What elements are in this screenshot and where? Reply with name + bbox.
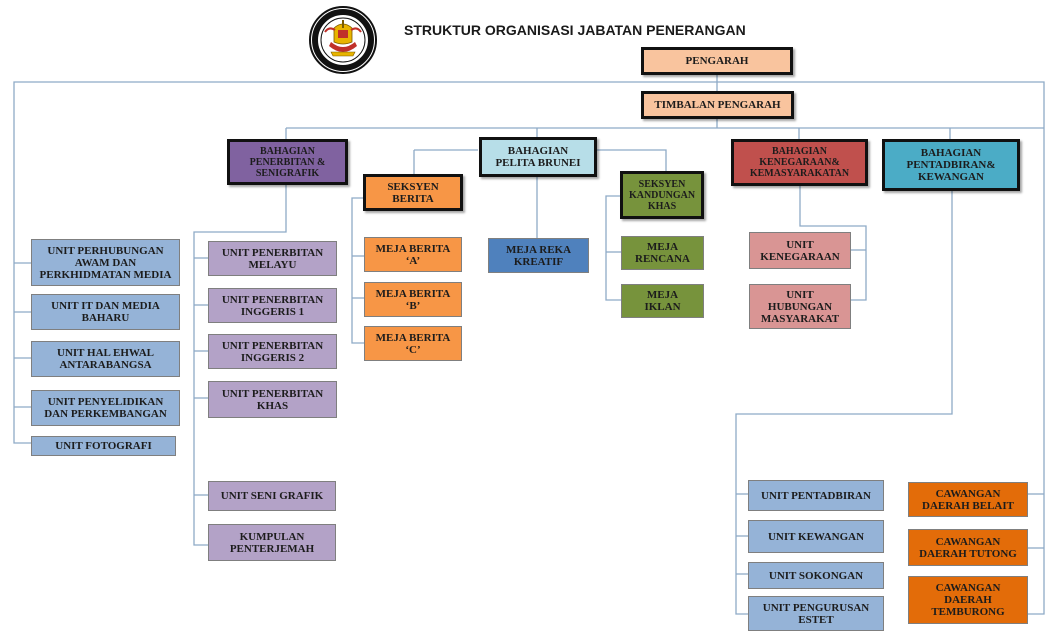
unit-penerbitan-inggeris-1-box: UNIT PENERBITAN INGGERIS 1 — [208, 288, 337, 323]
unit-sokongan-box: UNIT SOKONGAN — [748, 562, 884, 589]
bahagian-kenegaraan-box: BAHAGIAN KENEGARAAN& KEMASYARAKATAN — [731, 139, 868, 186]
unit-kewangan-box: UNIT KEWANGAN — [748, 520, 884, 553]
timbalan-pengarah-box: TIMBALAN PENGARAH — [641, 91, 794, 119]
unit-pengurusan-estet-box: UNIT PENGURUSAN ESTET — [748, 596, 884, 631]
unit-kenegaraan-box: UNIT KENEGARAAN — [749, 232, 851, 269]
cawangan-tutong-box: CAWANGAN DAERAH TUTONG — [908, 529, 1028, 566]
unit-hubungan-masyarakat-box: UNIT HUBUNGAN MASYARAKAT — [749, 284, 851, 329]
pengarah-box: PENGARAH — [641, 47, 793, 75]
seksyen-berita-box: SEKSYEN BERITA — [363, 174, 463, 211]
unit-it-box: UNIT IT DAN MEDIA BAHARU — [31, 294, 180, 330]
kumpulan-penterjemah-box: KUMPULAN PENTERJEMAH — [208, 524, 336, 561]
unit-seni-grafik-box: UNIT SENI GRAFIK — [208, 481, 336, 511]
bahagian-penerbitan-box: BAHAGIAN PENERBITAN & SENIGRAFIK — [227, 139, 348, 185]
meja-rencana-box: MEJA RENCANA — [621, 236, 704, 270]
unit-hal-ehwal-box: UNIT HAL EHWAL ANTARABANGSA — [31, 341, 180, 377]
unit-perhubungan-box: UNIT PERHUBUNGAN AWAM DAN PERKHIDMATAN M… — [31, 239, 180, 286]
meja-berita-c-box: MEJA BERITA ‘C’ — [364, 326, 462, 361]
meja-berita-a-box: MEJA BERITA ‘A’ — [364, 237, 462, 272]
seksyen-kandungan-khas-box: SEKSYEN KANDUNGAN KHAS — [620, 171, 704, 219]
unit-penerbitan-melayu-box: UNIT PENERBITAN MELAYU — [208, 241, 337, 276]
meja-reka-kreatif-box: MEJA REKA KREATIF — [488, 238, 589, 273]
cawangan-belait-box: CAWANGAN DAERAH BELAIT — [908, 482, 1028, 517]
cawangan-temburong-box: CAWANGAN DAERAH TEMBURONG — [908, 576, 1028, 624]
bahagian-pentadbiran-box: BAHAGIAN PENTADBIRAN& KEWANGAN — [882, 139, 1020, 191]
unit-pentadbiran-box: UNIT PENTADBIRAN — [748, 480, 884, 511]
chart-title: STRUKTUR ORGANISASI JABATAN PENERANGAN — [404, 22, 746, 38]
unit-fotografi-box: UNIT FOTOGRAFI — [31, 436, 176, 456]
brunei-crest-icon — [309, 6, 377, 74]
bahagian-pelita-box: BAHAGIAN PELITA BRUNEI — [479, 137, 597, 177]
meja-berita-b-box: MEJA BERITA ‘B’ — [364, 282, 462, 317]
unit-penyelidikan-box: UNIT PENYELIDIKAN DAN PERKEMBANGAN — [31, 390, 180, 426]
unit-penerbitan-inggeris-2-box: UNIT PENERBITAN INGGERIS 2 — [208, 334, 337, 369]
meja-iklan-box: MEJA IKLAN — [621, 284, 704, 318]
unit-penerbitan-khas-box: UNIT PENERBITAN KHAS — [208, 381, 337, 418]
